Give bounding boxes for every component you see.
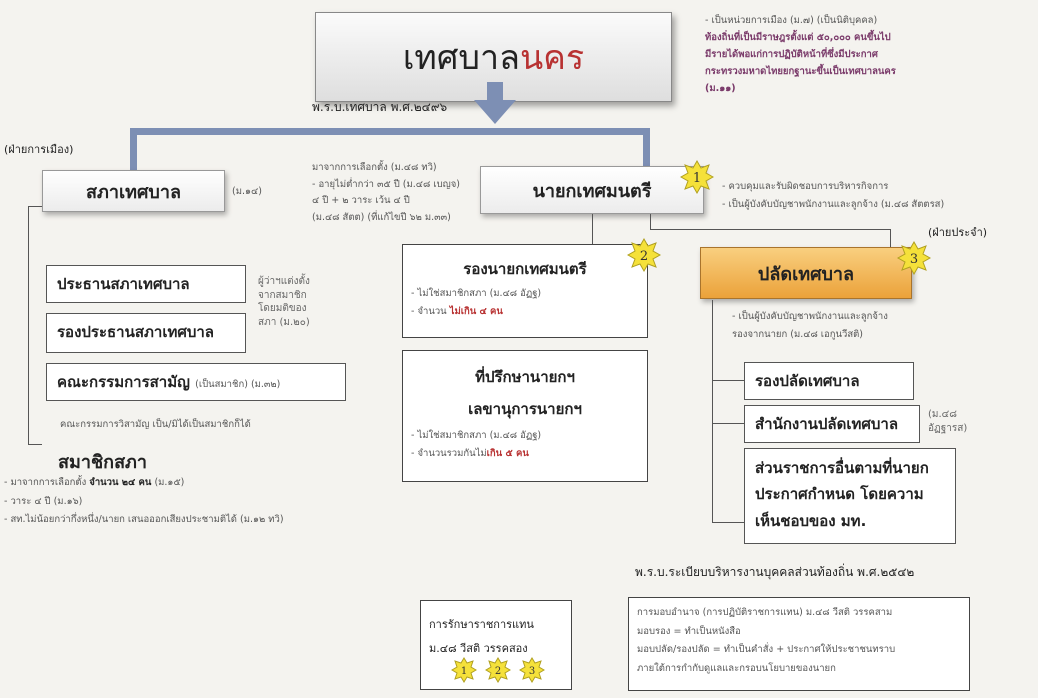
clerk-office-box: สำนักงานปลัดเทศบาล: [744, 405, 920, 443]
title-red: นคร: [519, 38, 585, 78]
mayor-box: นายกเทศมนตรี: [480, 166, 704, 214]
deputy-clerk-box: รองปลัดเทศบาล: [744, 362, 914, 400]
clerk-note: - เป็นผู้บังคับบัญชาพนักงานและลูกจ้าง รอ…: [732, 311, 888, 341]
down-arrow-icon: [474, 82, 516, 124]
star-2-icon: 2: [627, 238, 661, 272]
svg-text:2: 2: [495, 666, 501, 677]
acting-stars: 1 2 3: [451, 657, 551, 683]
svg-text:3: 3: [529, 666, 535, 677]
delegation-box: การมอบอำนาจ (การปฏิบัติราชการแทน) ม.๔๘ ว…: [628, 597, 970, 691]
mayor-note: - ควบคุมและรับผิดชอบการบริหารกิจการ - เป…: [722, 181, 945, 211]
star-3-icon: 3: [897, 241, 931, 275]
personnel-act: พ.ร.บ.ระเบียบบริหารงานบุคคลส่วนท้องถิ่น …: [635, 565, 915, 579]
deputy-mayor-box: รองนายกเทศมนตรี - ไม่ใช่สมาชิกสภา (ม.๔๘ …: [402, 244, 648, 338]
star-1-icon: 1: [680, 160, 714, 194]
clerk-office-ref: (ม.๔๘ อัฏฐารส): [928, 409, 968, 434]
acting-star-3-icon: 3: [519, 657, 545, 683]
council-box: สภาเทศบาล: [42, 170, 225, 212]
main-connector: [130, 128, 650, 135]
top-note: - เป็นหน่วยการเมือง (ม.๗) (เป็นนิติบุคคล…: [705, 15, 896, 95]
regular-side: (ฝ่ายประจำ): [928, 226, 988, 239]
members-notes: - มาจากการเลือกตั้ง จำนวน ๒๔ คน (ม.๑๕) -…: [4, 477, 284, 526]
acting-star-1-icon: 1: [451, 657, 477, 683]
svg-text:1: 1: [461, 666, 467, 677]
appoint-note: ผู้ว่าฯแต่งตั้ง จากสมาชิก โดยมติของ สภา …: [258, 276, 310, 328]
committee-box: คณะกรรมการสามัญ (เป็นสมาชิก) (ม.๓๒): [46, 363, 346, 401]
svg-text:1: 1: [693, 171, 701, 186]
council-ref: (ม.๑๔): [232, 186, 262, 197]
acting-box: การรักษาราชการแทน ม.๔๘ วีสติ วรรคสอง 1 2…: [420, 600, 572, 690]
title-black: เทศบาล: [402, 38, 520, 78]
members-label: สมาชิกสภา: [58, 452, 148, 473]
svg-text:3: 3: [910, 252, 918, 267]
acting-star-2-icon: 2: [485, 657, 511, 683]
svg-text:2: 2: [640, 249, 648, 264]
political-side: (ฝ่ายการเมือง): [4, 143, 74, 156]
other-units-box: ส่วนราชการอื่นตามที่นายก ประกาศกำหนด โดย…: [744, 448, 956, 544]
election-note: มาจากการเลือกตั้ง (ม.๔๘ ทวิ) - อายุไม่ต่…: [312, 162, 460, 223]
advisors-box: ที่ปรึกษานายกฯ เลขานุการนายกฯ - ไม่ใช่สม…: [402, 350, 648, 482]
clerk-box: ปลัดเทศบาล: [700, 247, 912, 299]
president-box: ประธานสภาเทศบาล: [46, 265, 246, 303]
committee-note: คณะกรรมการวิสามัญ เป็น/มิได้เป็นสมาชิกก็…: [60, 419, 251, 430]
vice-president-box: รองประธานสภาเทศบาล: [46, 313, 246, 353]
act-label: พ.ร.บ.เทศบาล พ.ศ.๒๔๙๖: [312, 100, 448, 114]
